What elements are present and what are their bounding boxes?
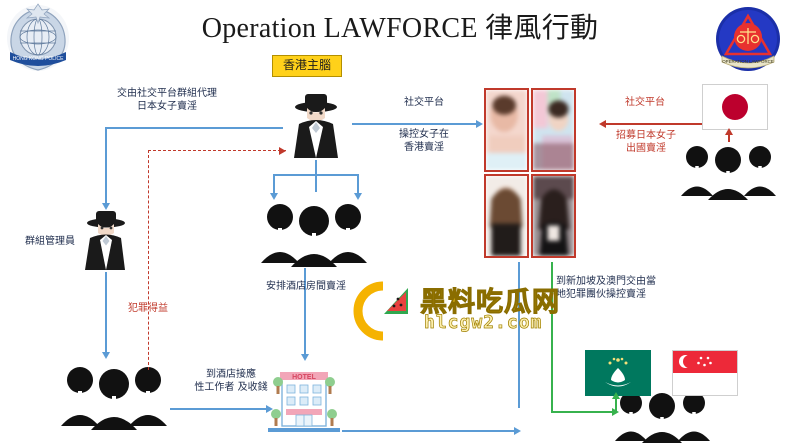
flow-recruiters-to-flag [728, 132, 730, 142]
japan-recruiter-group-figures-icon [678, 138, 780, 200]
photo-2 [531, 88, 576, 172]
annotation-agent-japanese-women: 交由社交平台群組代理 日本女子賣淫 [117, 88, 217, 112]
annotation-recruit-japanese-women: 招募日本女子 出國賣淫 [616, 130, 676, 154]
law-enforcement-round-badge-icon: OPERATION LAWFORCE [712, 4, 784, 74]
flow-mastermind-to-photos [352, 123, 478, 125]
annotation-social-platform-jp: 社交平台 [625, 97, 665, 108]
flow-mastermind-to-admin-h [105, 127, 283, 129]
japan-flag-icon [702, 84, 768, 130]
svg-text:HOTEL: HOTEL [292, 374, 316, 381]
arrow-proceeds-to-mastermind [279, 146, 286, 155]
hk-mastermind-label: 香港主腦 [272, 55, 343, 78]
annotation-group-admin-label: 群組管理員 [25, 236, 75, 247]
flow-japan-to-photos [606, 123, 702, 125]
arrow-to-group-admin [101, 203, 110, 210]
flow-branch-left [273, 174, 275, 196]
arrow-green-up-to-flags [611, 392, 620, 399]
arrow-japan-to-photos [599, 119, 606, 128]
hk-mastermind-figure-icon [285, 88, 347, 160]
arrow-to-collectors [101, 352, 110, 359]
flow-photos-down-blue [518, 262, 520, 408]
annotation-control-women-hk: 操控女子在 香港賣淫 [399, 129, 449, 153]
flow-handlers-to-hotel [304, 268, 306, 356]
collector-group-figures-icon [58, 358, 170, 430]
svg-text:HONG KONG POLICE: HONG KONG POLICE [13, 56, 65, 62]
overseas-syndicate-group-figures-icon [612, 385, 714, 443]
arrow-to-photos [476, 119, 483, 128]
handler-group-figures-icon [258, 195, 370, 267]
annotation-social-platform-hk: 社交平台 [404, 97, 444, 108]
photo-1 [484, 88, 529, 172]
arrow-handlers-right [353, 193, 362, 200]
photo-3 [484, 174, 529, 258]
arrow-collectors-to-hotel [266, 404, 273, 413]
flow-proceeds-horizontal-dashed [148, 150, 286, 151]
flow-green-up-to-flags [615, 396, 617, 412]
annotation-receive-sex-workers: 到酒店接應 性工作者 及收錢 [194, 369, 268, 393]
annotation-singapore-macau-syndicate: 到新加坡及澳門交由當 地犯罪團伙操控賣淫 [556, 276, 656, 300]
flow-mastermind-branch-h [273, 174, 357, 176]
flow-green-to-syndicate [551, 411, 615, 413]
watermark-text: 黑料吃瓜网 [420, 287, 560, 319]
blurred-profile-photos [484, 88, 576, 260]
arrow-handlers-left [269, 193, 278, 200]
flow-collectors-to-hotel [170, 408, 270, 410]
flow-mastermind-to-admin-v [105, 127, 107, 205]
flow-mastermind-down [315, 160, 317, 192]
flow-branch-right [357, 174, 359, 196]
flow-photos-down-green [551, 262, 553, 412]
group-admin-figure-icon [78, 206, 134, 272]
photo-4 [531, 174, 576, 258]
watermark-url: hlcgw2.com [424, 312, 543, 334]
flow-hotel-to-right [342, 430, 518, 432]
hong-kong-police-force-crest-icon: HONG KONG POLICE [4, 2, 72, 74]
flow-proceeds-vertical-dashed [148, 150, 149, 370]
singapore-flag-icon [672, 350, 738, 396]
page-title: Operation LAWFORCE 律風行動 [201, 13, 599, 44]
hotel-building-icon: HOTEL [268, 360, 340, 432]
annotation-criminal-proceeds: 犯罪得益 [128, 303, 168, 314]
arrow-handlers-to-hotel [300, 354, 309, 361]
arrow-hotel-to-right [514, 426, 521, 435]
arrow-recruiters-to-flag [724, 128, 733, 135]
macau-flag-icon [585, 350, 651, 396]
flow-admin-to-collectors [105, 272, 107, 354]
annotation-arrange-hotel-rooms: 安排酒店房間賣淫 [266, 281, 346, 292]
svg-text:OPERATION LAWFORCE: OPERATION LAWFORCE [722, 59, 774, 64]
